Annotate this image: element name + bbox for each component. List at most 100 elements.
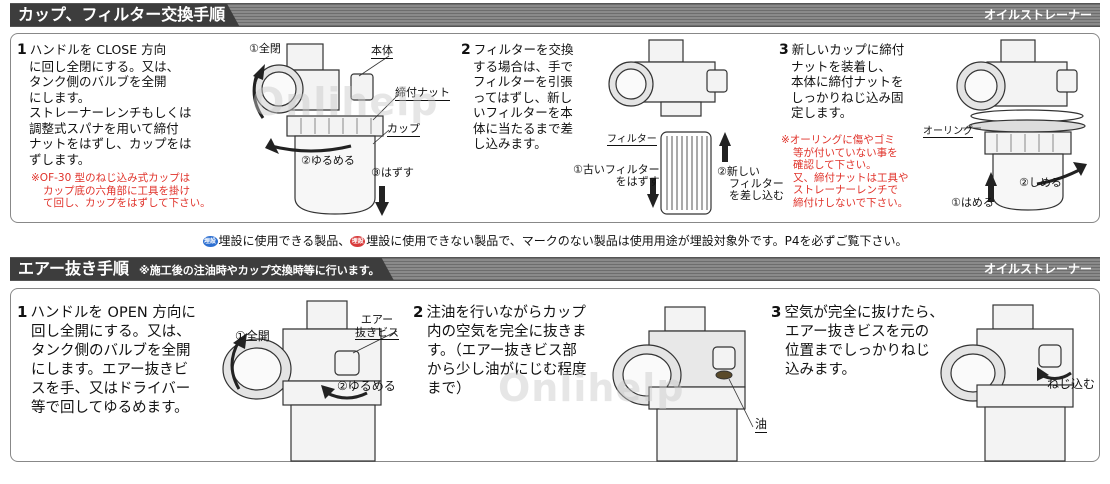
label-cup: カップ (387, 122, 420, 137)
step-line: にします。エアー抜きビ (31, 362, 189, 378)
step-3-caution-note: ※オーリングに傷やゴミ 等が付いていない事を 確認して下さい。 又、締付ナットは… (781, 134, 931, 209)
label-insert-new-filter: ②新しい フィルター を差し込む (717, 166, 784, 202)
label-attach: ①はめる (951, 196, 994, 209)
label-line: ②新しい (717, 165, 760, 178)
step-number: 2 (413, 303, 424, 321)
step-1-caution-note: ※OF-30 型のねじ込み式カップは カップ底の六角部に工具を掛け て回し、カッ… (31, 172, 246, 210)
label-oil: 油 (755, 417, 768, 433)
label-line: フィルター (729, 177, 784, 190)
label-line: 抜きビス (355, 326, 399, 340)
section-header-air-bleed: エアー抜き手順 ※施工後の注油時やカップ交換時等に行います。 オイルストレーナー (10, 257, 1100, 281)
section-note: ※施工後の注油時やカップ交換時等に行います。 (139, 264, 380, 277)
step-line: ハンドルを OPEN 方向に (30, 305, 196, 321)
watermark: Onlihelp (252, 80, 439, 124)
burial-allowed-mark-icon: 埋設 (202, 236, 218, 247)
step-line: 等で回してゆるめます。 (31, 400, 189, 416)
label-tightening-nut: 締付ナット (395, 86, 450, 101)
step-number: 1 (17, 303, 28, 321)
label-loosen: ②ゆるめる (301, 154, 355, 167)
section-title-text: エアー抜き手順 (18, 259, 130, 278)
step-line: しっかりねじ込み固 (791, 89, 904, 105)
label-body: 本体 (371, 44, 393, 59)
brand-label: オイルストレーナー (983, 8, 1092, 22)
note-line: ※OF-30 型のねじ込み式カップは (31, 172, 191, 184)
step-line: ってはずし、新し (473, 89, 573, 105)
step-line: ずします。 (29, 151, 91, 167)
burial-use-notice: 埋設埋設に使用できる製品、埋設埋設に使用できない製品で、マークのない製品は使用用… (0, 232, 1110, 249)
step-line: エアー抜きビスを元の (785, 324, 930, 340)
step-line: する場合は、手で (473, 58, 574, 74)
label-screw-in: ねじ込む (1047, 377, 1096, 391)
step-line: いフィルターを本 (473, 105, 573, 120)
label-remove-old-filter: ①古いフィルター をはずす (573, 164, 660, 188)
step-line: タンク側のバルブを全開 (29, 74, 167, 89)
step-number: 1 (17, 42, 27, 58)
step-line: スを手、又はドライバー (31, 381, 191, 397)
step-line: し込みます。 (473, 136, 547, 151)
label-fully-open: ①全開 (235, 329, 270, 343)
step-line: フィルターを引張 (473, 74, 573, 89)
step-line: 位置までしっかりねじ (785, 343, 930, 359)
step-line: 込みます。 (785, 362, 857, 378)
air-bleed-open-illustration (222, 300, 398, 462)
notice-text-1: 埋設に使用できる製品、 (218, 234, 351, 248)
step-number: 2 (461, 42, 471, 58)
step-line: に回し全閉にする。又は、 (29, 58, 180, 74)
step-line: 体に当たるまで差 (473, 120, 574, 136)
step-line: タンク側のバルブを全開 (31, 343, 191, 359)
step-line: フィルターを交換 (473, 42, 574, 57)
note-line: カップ底の六角部に工具を掛け (43, 184, 190, 197)
step-line: 定します。 (791, 105, 853, 120)
section-header-cup-filter: カップ、フィルター交換手順 オイルストレーナー (10, 3, 1100, 27)
note-line: ※オーリングに傷やゴミ (781, 134, 895, 146)
step-line: にします。 (29, 89, 91, 105)
note-line: 締付けしないで下さい。 (793, 196, 909, 209)
label-air-bleed-screw: エアー 抜きビス (355, 313, 399, 340)
step-line: 注油を行いながらカップ (426, 305, 586, 321)
section-title: カップ、フィルター交換手順 (10, 4, 239, 26)
label-line: ①古いフィルター (573, 163, 660, 176)
label-line: を差し込む (729, 189, 784, 202)
step-line: 新しいカップに締付 (791, 42, 905, 57)
label-o-ring: オーリング (923, 122, 973, 138)
step-line: まで） (427, 381, 471, 397)
note-line: ストレーナーレンチで (793, 184, 898, 196)
step-line: ナットを装着し、 (791, 58, 892, 74)
step-line: ハンドルを CLOSE 方向 (29, 42, 167, 57)
strainer-cup-removal-illustration (252, 43, 398, 216)
brand-label: オイルストレーナー (983, 262, 1092, 276)
step-line: 調整式スパナを用いて締付 (29, 120, 179, 136)
notice-text-2: 埋設に使用できない製品で、マークのない製品は使用用途が埋設対象外です。P4を必ず… (366, 234, 908, 248)
filter-replacement-illustration (608, 39, 731, 215)
note-line: 等が付いていない事を (793, 146, 898, 159)
label-remove: ③はずす (371, 166, 414, 179)
step-line: す。（エアー抜きビス部 (427, 343, 577, 359)
step-number: 3 (771, 303, 782, 321)
step-line: 空気が完全に抜けたら、 (784, 305, 944, 321)
section-title: エアー抜き手順 ※施工後の注油時やカップ交換時等に行います。 (10, 258, 394, 280)
cup-reinstall-illustration (956, 39, 1087, 211)
step-line: ストレーナーレンチもしくは (29, 105, 192, 120)
label-filter: フィルター (607, 130, 657, 146)
step-line: 本体に締付ナットを (791, 74, 904, 89)
note-line: 確認して下さい。 (793, 159, 877, 171)
step-number: 3 (779, 42, 789, 58)
label-line: エアー (360, 313, 394, 326)
step-line: ナットをはずし、カップをは (29, 136, 192, 151)
note-line: 又、締付ナットは工具や (793, 171, 909, 184)
label-tighten: ②しめる (1019, 176, 1062, 189)
note-line: て回し、カップをはずして下さい。 (43, 197, 211, 209)
label-line: をはずす (615, 175, 660, 188)
step-line: 内の空気を完全に抜きま (427, 324, 587, 340)
label-loosen-screw: ②ゆるめる (337, 379, 396, 393)
air-bleed-screw-in-illustration (940, 304, 1074, 462)
label-fully-closed: ①全閉 (249, 42, 281, 55)
step-line: 回し全開にする。又は、 (31, 324, 191, 340)
